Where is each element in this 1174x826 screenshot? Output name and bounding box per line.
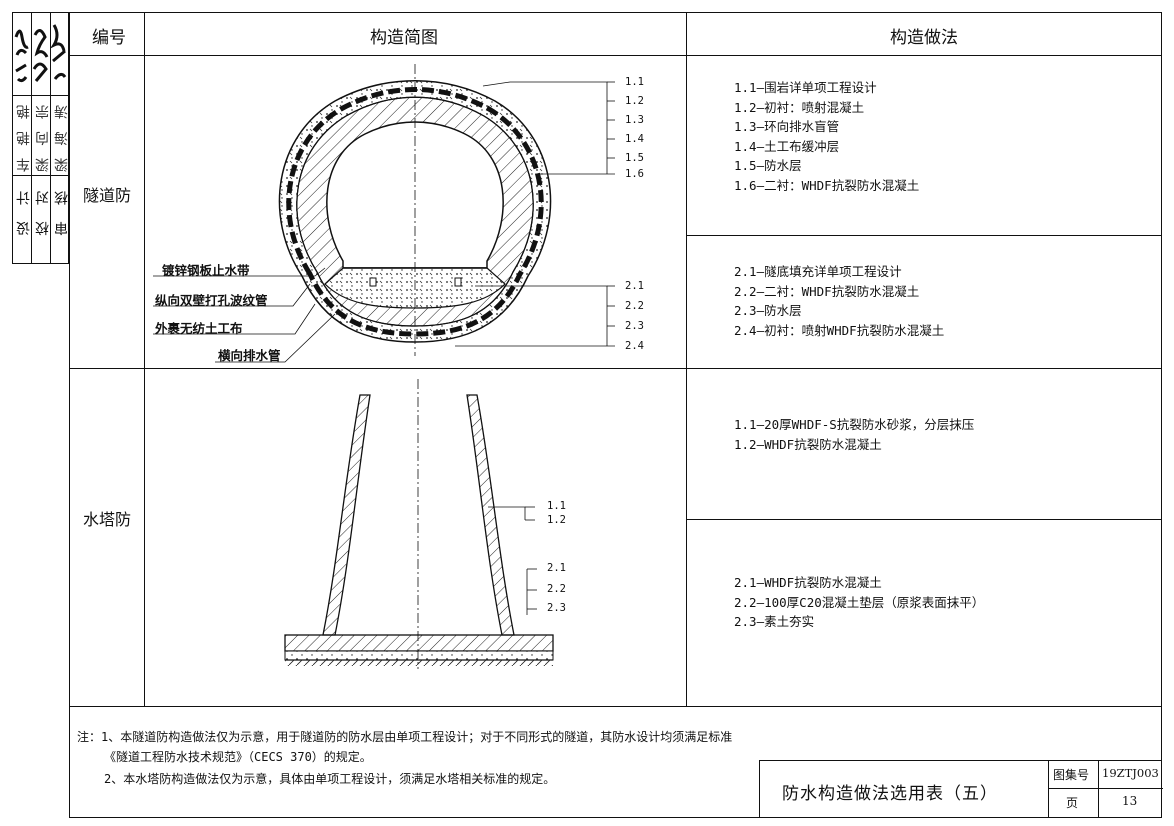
method-line: 2.3—防水层 bbox=[734, 303, 802, 318]
tower-callout-2-2: 2.2 bbox=[547, 583, 566, 595]
role-check: 校 对 bbox=[35, 185, 51, 236]
label-transverse-drain: 横向排水管 bbox=[218, 348, 281, 363]
tower-callout-1-1: 1.1 bbox=[547, 500, 566, 512]
header-method: 构造做法 bbox=[890, 28, 958, 48]
method-line: 1.1—20厚WHDF-S抗裂防水砂浆，分层抹压 bbox=[734, 417, 975, 432]
role-design: 设 计 bbox=[16, 185, 32, 236]
title-block: 防水构造做法选用表（五） 图集号 19ZTJ003 页 13 bbox=[759, 760, 1163, 818]
callout-1-4: 1.4 bbox=[625, 133, 644, 145]
method-line: 1.4—土工布缓冲层 bbox=[734, 138, 840, 154]
water-tower-diagram bbox=[284, 379, 554, 669]
page-label: 页 bbox=[1066, 796, 1079, 810]
tower-callout-2-3: 2.3 bbox=[547, 602, 566, 614]
tunnel-method-group-1: 1.1—围岩详单项工程设计 1.2—初衬：喷射混凝土 1.3—环向排水盲管 1.… bbox=[734, 78, 919, 195]
sign-strip: 车 艳 艳 梁 向 宗 梁 海 涛 设 计 校 对 审 核 bbox=[12, 12, 70, 264]
tower-method-group-1: 1.1—20厚WHDF-S抗裂防水砂浆，分层抹压 1.2—WHDF抗裂防水混凝土 bbox=[734, 415, 974, 454]
header-code: 编号 bbox=[92, 28, 126, 48]
callout-1-2: 1.2 bbox=[625, 95, 644, 107]
checker-name: 梁 向 宗 bbox=[35, 101, 51, 172]
callout-1-3: 1.3 bbox=[625, 114, 644, 126]
label-galvanized-waterstop: 镀锌钢板止水带 bbox=[162, 263, 250, 278]
tower-callout-2-1: 2.1 bbox=[547, 562, 566, 574]
method-line: 2.1—隧底填充详单项工程设计 bbox=[734, 264, 902, 279]
signature-image bbox=[14, 24, 67, 83]
header-diagram: 构造简图 bbox=[370, 28, 438, 48]
note-line-3: 2、本水塔防构造做法仅为示意，具体由单项工程设计，须满足水塔相关标准的规定。 bbox=[104, 772, 556, 786]
signature-column bbox=[13, 17, 70, 93]
callout-1-5: 1.5 bbox=[625, 152, 644, 164]
reviewer-name: 梁 海 涛 bbox=[54, 101, 70, 172]
note-line-1: 注：1、本隧道防构造做法仅为示意，用于隧道防的防水层由单项工程设计；对于不同形式… bbox=[77, 730, 733, 744]
label-geotextile: 外裹无纺土工布 bbox=[155, 321, 243, 336]
drawing-title: 防水构造做法选用表（五） bbox=[782, 784, 998, 804]
method-line: 2.3—素土夯实 bbox=[734, 614, 815, 629]
method-line: 2.4—初衬：喷射WHDF抗裂防水混凝土 bbox=[734, 322, 945, 338]
page-number: 13 bbox=[1122, 794, 1138, 808]
tower-callout-1-2: 1.2 bbox=[547, 514, 566, 526]
method-line: 1.2—WHDF抗裂防水混凝土 bbox=[734, 436, 882, 452]
note-line-2: 《隧道工程防水技术规范》（CECS 370）的规定。 bbox=[104, 750, 372, 764]
atlas-label: 图集号 bbox=[1053, 768, 1090, 782]
drawing-frame bbox=[69, 12, 1162, 818]
atlas-number: 19ZTJ003 bbox=[1102, 766, 1159, 780]
method-line: 1.1—围岩详单项工程设计 bbox=[734, 80, 877, 95]
row-name-tower: 水塔防 bbox=[83, 510, 132, 529]
callout-2-4: 2.4 bbox=[625, 340, 644, 352]
callout-1-1: 1.1 bbox=[625, 76, 644, 88]
callout-2-3: 2.3 bbox=[625, 320, 644, 332]
tower-method-group-2: 2.1—WHDF抗裂防水混凝土 2.2—100厚C20混凝土垫层（原浆表面抹平）… bbox=[734, 573, 984, 632]
callout-2-1: 2.1 bbox=[625, 280, 644, 292]
method-line: 1.2—初衬：喷射混凝土 bbox=[734, 99, 865, 115]
method-line: 1.3—环向排水盲管 bbox=[734, 119, 840, 134]
designer-name: 车 艳 艳 bbox=[16, 101, 32, 172]
callout-1-6: 1.6 bbox=[625, 168, 644, 180]
row-name-tunnel: 隧道防 bbox=[83, 186, 132, 205]
label-corrugated-pipe: 纵向双壁打孔波纹管 bbox=[155, 293, 268, 308]
tunnel-section-diagram bbox=[153, 64, 615, 363]
callout-2-2: 2.2 bbox=[625, 300, 644, 312]
method-line: 2.1—WHDF抗裂防水混凝土 bbox=[734, 575, 882, 590]
tunnel-method-group-2: 2.1—隧底填充详单项工程设计 2.2—二衬：WHDF抗裂防水混凝土 2.3—防… bbox=[734, 262, 944, 340]
method-line: 1.6—二衬：WHDF抗裂防水混凝土 bbox=[734, 177, 920, 193]
method-line: 2.2—100厚C20混凝土垫层（原浆表面抹平） bbox=[734, 594, 985, 610]
method-line: 2.2—二衬：WHDF抗裂防水混凝土 bbox=[734, 283, 920, 299]
role-review: 审 核 bbox=[54, 185, 70, 236]
method-line: 1.5—防水层 bbox=[734, 158, 802, 173]
